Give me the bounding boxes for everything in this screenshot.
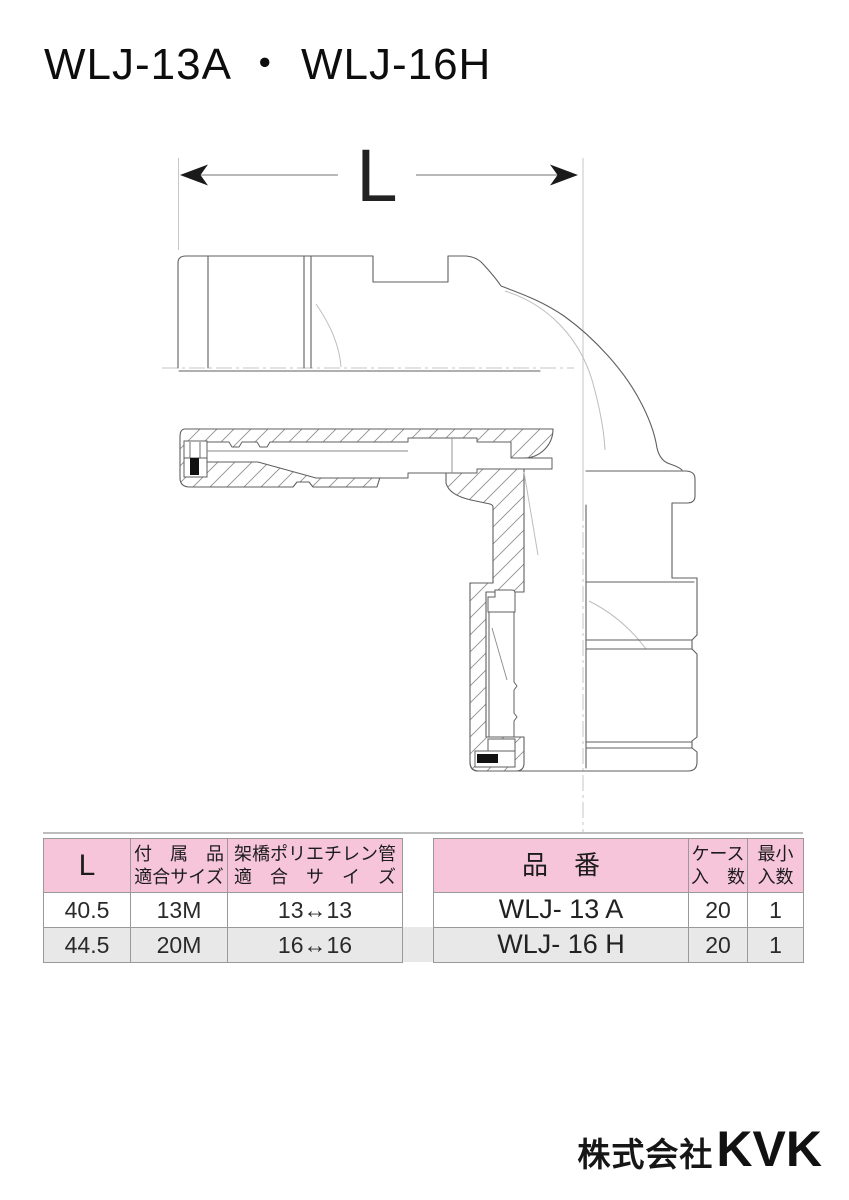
product-row1-model: WLJ- 13 A	[434, 893, 689, 928]
dimension-arrow-right-icon	[550, 164, 578, 186]
product-row1-min-qty: 1	[748, 893, 804, 928]
dimension-label: L	[356, 134, 397, 217]
sleeve-horizontal	[183, 437, 553, 479]
corner-taper-line	[523, 471, 539, 556]
company-name: 株式会社	[577, 1136, 714, 1173]
spec-header-pipe: 架橋ポリエチレン管 適 合 サ イ ズ	[228, 839, 403, 893]
company-logo: 株式会社 KVK	[577, 1120, 822, 1178]
product-header-model: 品 番	[434, 839, 689, 893]
spec-row2-pipe-size: 16↔16	[228, 928, 403, 963]
brand-kvk: KVK	[716, 1121, 822, 1177]
seal-ring-vertical	[477, 754, 498, 763]
band-separator-upper	[585, 639, 693, 650]
band-fillet-curve	[315, 303, 342, 368]
spec-row2-l: 44.5	[44, 928, 131, 963]
outline-upper-profile	[177, 255, 683, 471]
inner-elbow-curve	[504, 290, 606, 451]
product-row2-min-qty: 1	[748, 928, 804, 963]
tables-top-rule	[43, 832, 803, 834]
body-outline	[177, 255, 698, 772]
dimension-arrow-left-icon	[180, 164, 208, 186]
light-lines	[315, 290, 647, 650]
seal-ring-horizontal	[190, 458, 199, 475]
spec-header-l: L	[44, 839, 131, 893]
product-header-min-qty: 最小 入数	[748, 839, 804, 893]
spec-row1-attach-size: 13M	[131, 893, 228, 928]
page-title: WLJ-13A ・ WLJ-16H	[44, 40, 492, 89]
socket-band-lines	[207, 255, 312, 369]
vertical-fillet-curve	[588, 600, 647, 650]
technical-drawing: L	[162, 134, 698, 834]
sleeve-vertical	[474, 589, 518, 768]
product-row1-case-qty: 20	[689, 893, 748, 928]
spec-row1-l: 40.5	[44, 893, 131, 928]
product-table: 品 番 ケース 入 数 最小 入数 WLJ- 13 A 20 1 WLJ- 16…	[433, 838, 804, 963]
band-separator-lower	[585, 741, 693, 749]
product-row2-model: WLJ- 16 H	[434, 928, 689, 963]
product-header-case-qty: ケース 入 数	[689, 839, 748, 893]
product-row2-case-qty: 20	[689, 928, 748, 963]
spec-table: L 付 属 品 適合サイズ 架橋ポリエチレン管 適 合 サ イ ズ 40.5 1…	[43, 838, 403, 963]
spec-row2-attach-size: 20M	[131, 928, 228, 963]
spec-row1-pipe-size: 13↔13	[228, 893, 403, 928]
outline-right-profile	[469, 470, 698, 772]
spec-header-attachment: 付 属 品 適合サイズ	[131, 839, 228, 893]
dimension-l: L	[180, 134, 578, 217]
